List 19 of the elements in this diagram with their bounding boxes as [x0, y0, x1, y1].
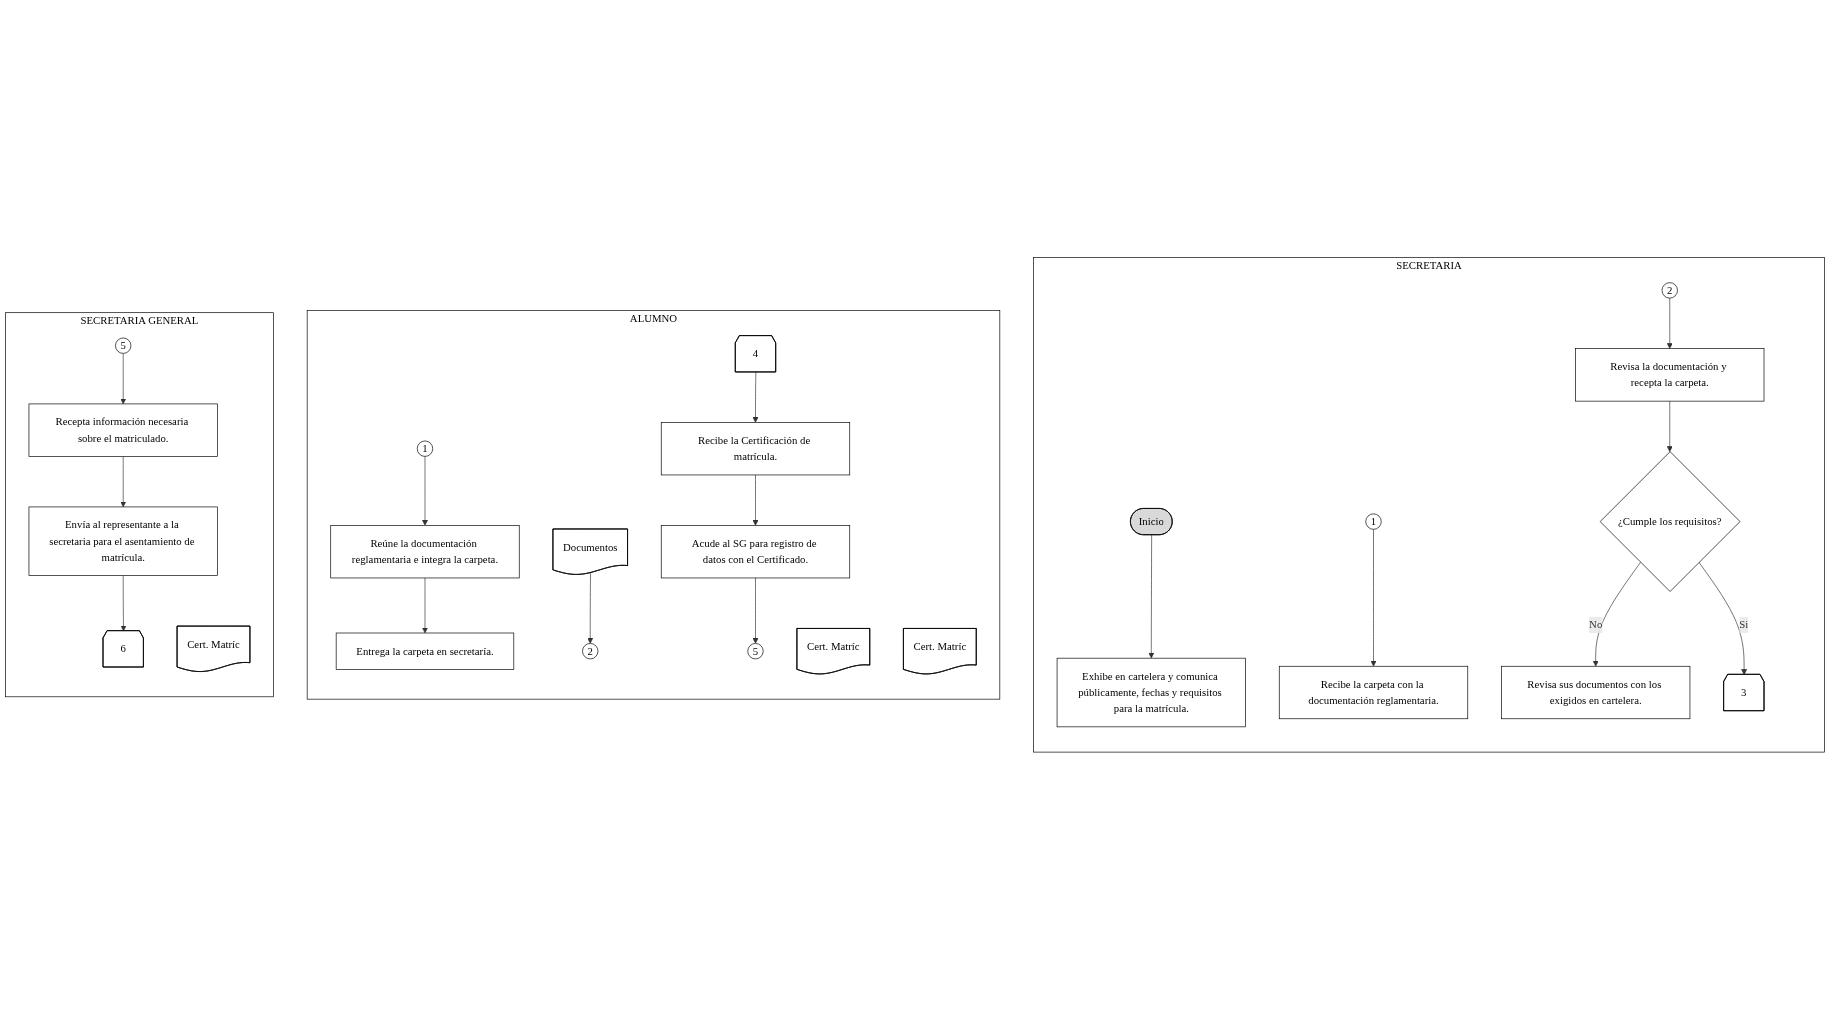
node-box: Recepta información necesaria sobre el matriculado.	[28, 403, 218, 457]
node-circle: 2	[582, 642, 599, 659]
node-box: Reúne la documentación reglamentaria e integra la carpeta.	[330, 524, 520, 579]
node-circle: 1	[1365, 513, 1382, 530]
node-diamond: ¿Cumple los requisitos?	[1599, 451, 1741, 592]
node-circle: 2	[1661, 282, 1678, 299]
node-circle: 5	[747, 642, 764, 659]
node-box: Entrega la carpeta en secretaría.	[335, 632, 515, 670]
node-box: Recibe la Certificación de matrícula.	[660, 421, 851, 476]
node-box: Recibe la carpeta con la documentación reglamentaria.	[1278, 665, 1469, 719]
node-circle: 5	[115, 337, 132, 354]
node-box: Acude al SG para registro de datos con el Certificado.	[660, 524, 851, 579]
node-box: Exhibe en cartelera y comunica públicamente, fechas y requisitos para la matrícula.	[1056, 657, 1246, 727]
node-circle: 1	[416, 440, 434, 457]
node-box: Revisa sus documentos con los exigidos en cartelera.	[1501, 665, 1691, 719]
node-box: Envía al representante a la secretaria para el asentamiento de matrícula.	[28, 506, 218, 576]
edge-label: No	[1589, 618, 1603, 630]
node-box: Revisa la documentación y recepta la carpeta.	[1575, 348, 1765, 402]
edge-label: Si	[1739, 618, 1749, 630]
